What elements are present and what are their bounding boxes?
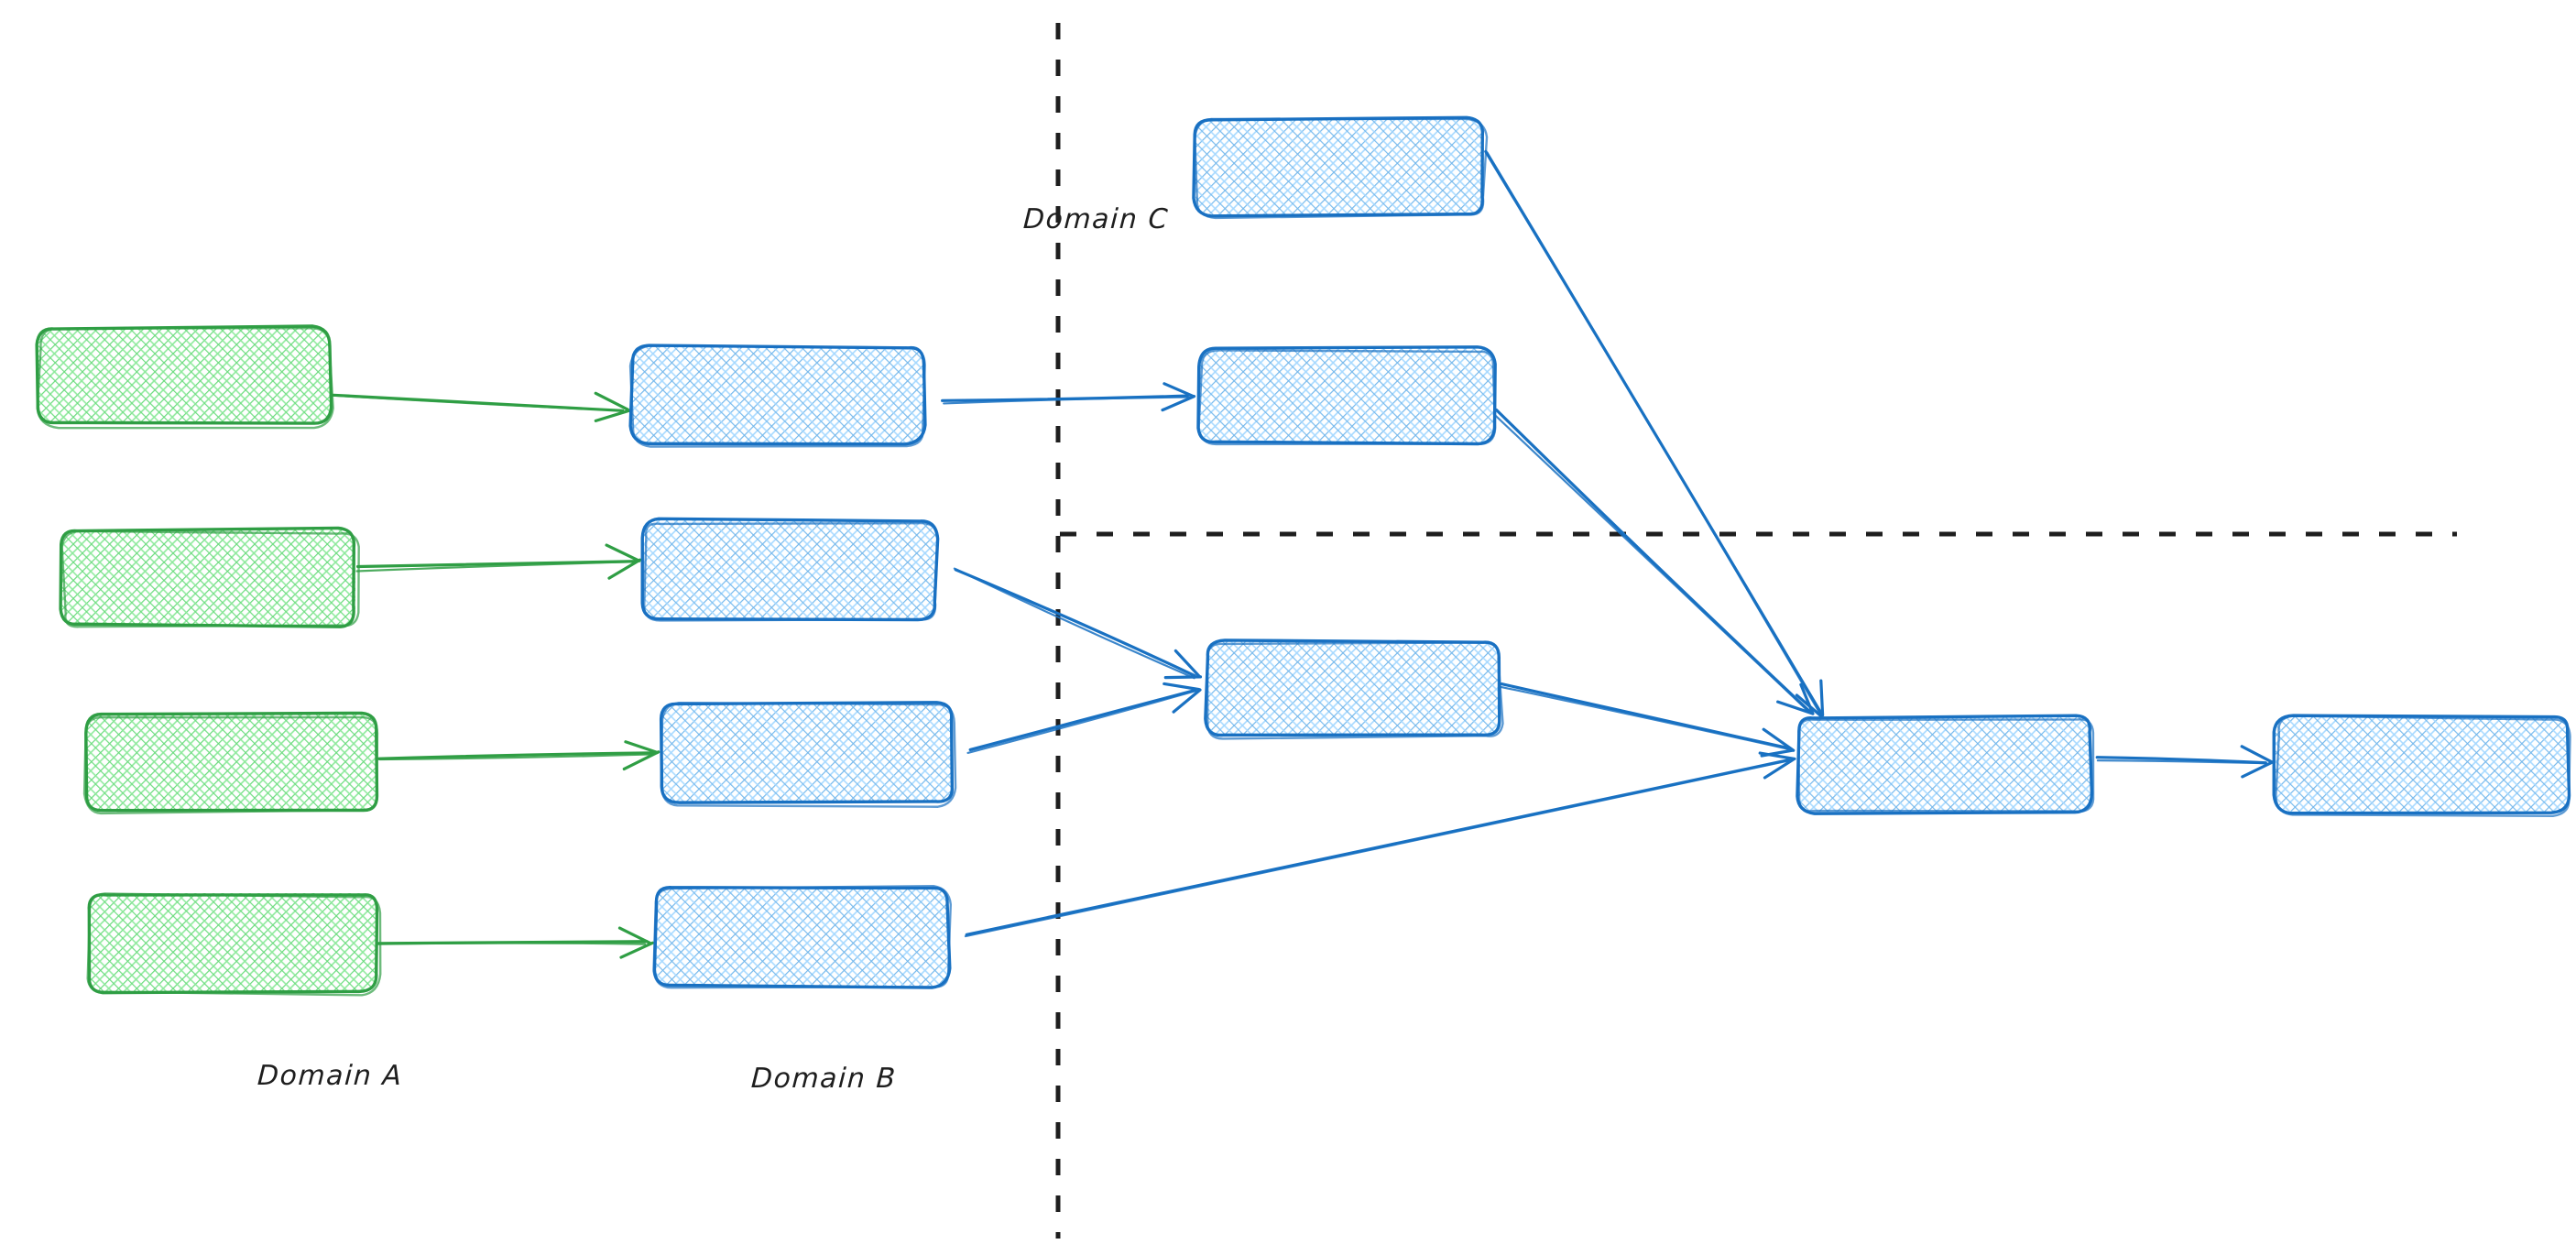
label-domain-b: Domain B — [750, 1063, 898, 1095]
node-src-2[interactable] — [59, 526, 360, 628]
edge-e-mid1-bmid — [941, 382, 1196, 412]
edge-e-mid2-blow — [953, 567, 1203, 680]
edge-e-blow-hub — [1500, 682, 1796, 758]
edge-e-btop-hub — [1484, 149, 1825, 719]
edge-layer — [329, 149, 2275, 959]
node-b-top[interactable] — [1192, 115, 1489, 220]
edge-e-hub-sink — [2095, 745, 2275, 779]
edge-e-bmid-hub — [1492, 409, 1815, 715]
node-mid-3[interactable] — [659, 701, 957, 808]
edge-e-src4-mid4 — [377, 926, 655, 959]
node-layer — [35, 115, 2571, 997]
label-domain-c: Domain C — [1022, 203, 1170, 235]
edge-e-src3-mid3 — [377, 740, 660, 771]
edge-e-src2-mid2 — [355, 543, 642, 580]
edge-e-mid4-hub — [964, 751, 1796, 938]
edge-e-src1-mid1 — [329, 391, 631, 422]
node-b-mid[interactable] — [1196, 345, 1497, 446]
node-src-3[interactable] — [82, 711, 379, 815]
node-mid-1[interactable] — [628, 344, 927, 448]
node-sink[interactable] — [2272, 714, 2571, 818]
node-b-low[interactable] — [1204, 638, 1504, 740]
node-hub[interactable] — [1796, 714, 2095, 815]
node-src-4[interactable] — [86, 892, 382, 997]
node-mid-4[interactable] — [652, 885, 953, 989]
divider-layer — [1055, 23, 2457, 1239]
node-mid-2[interactable] — [640, 517, 940, 622]
label-domain-a: Domain A — [257, 1060, 404, 1092]
edge-e-mid3-blow — [966, 682, 1202, 754]
node-src-1[interactable] — [35, 324, 334, 430]
